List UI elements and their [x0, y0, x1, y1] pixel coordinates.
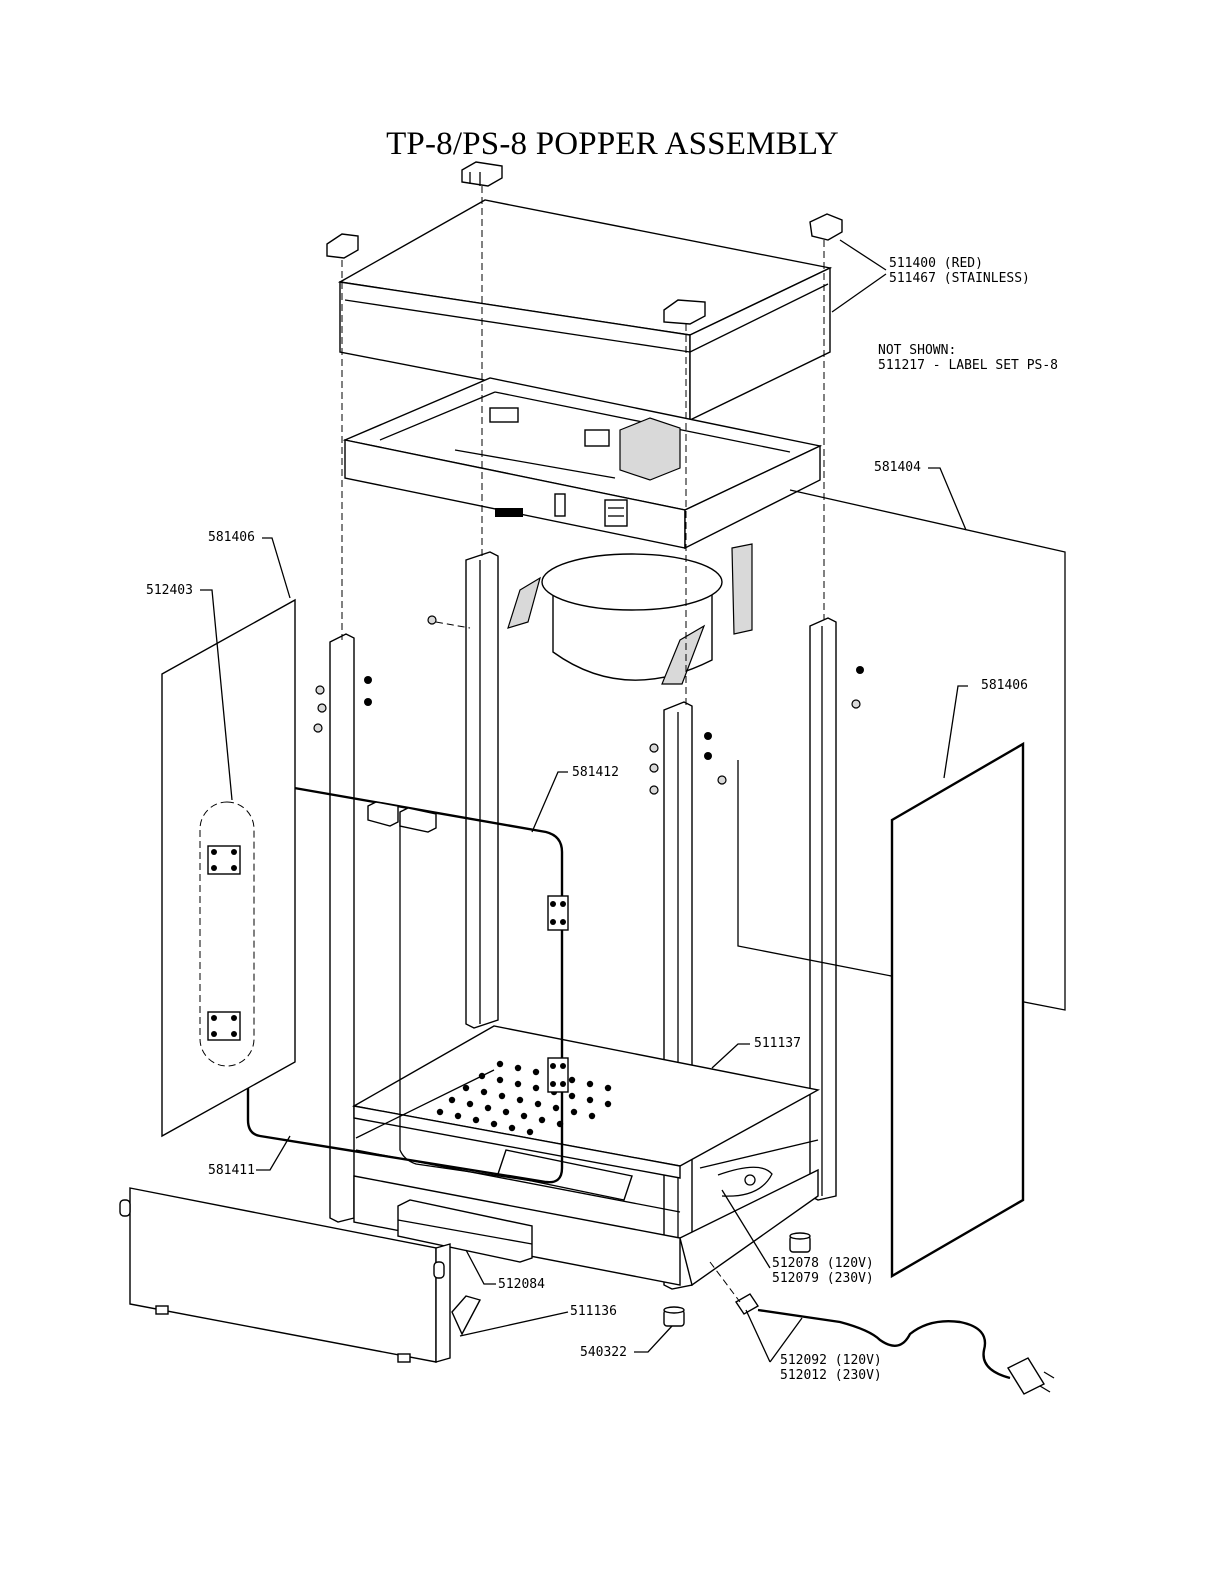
label-cord-230: 512012 (230V)	[780, 1368, 882, 1383]
label-foot: 540322	[580, 1345, 627, 1360]
label-label-set: 511217 - LABEL SET PS-8	[878, 358, 1058, 373]
label-drawer: 512084	[498, 1277, 545, 1292]
corner-cap-left	[327, 234, 358, 258]
kettle-handle-left	[508, 578, 540, 628]
popcorn-kettle	[508, 544, 752, 684]
corner-cap-right	[810, 214, 842, 240]
top-canopy	[340, 200, 830, 420]
power-switch	[555, 494, 565, 516]
door-handle-left	[368, 802, 398, 826]
label-cord-120: 512092 (120V)	[780, 1353, 882, 1368]
label-hinge-set: 512403	[146, 583, 193, 598]
control-tray	[345, 378, 820, 548]
label-left-panel: 581406	[208, 530, 255, 545]
foot-rear	[790, 1233, 810, 1252]
label-back-panel: 581404	[874, 460, 921, 475]
label-element-230: 512079 (230V)	[772, 1271, 874, 1286]
label-base-front: 511136	[570, 1304, 617, 1319]
label-right-panel: 581406	[981, 678, 1028, 693]
foot-540322	[664, 1307, 684, 1326]
label-not-shown: NOT SHOWN:	[878, 343, 956, 358]
cord-plug	[1008, 1358, 1044, 1394]
label-cap-stainless: 511467 (STAINLESS)	[889, 271, 1030, 286]
kettle-bracket	[732, 544, 752, 634]
label-cap-red: 511400 (RED)	[889, 256, 983, 271]
corner-cap-back	[462, 162, 502, 186]
label-deck: 511137	[754, 1036, 801, 1051]
kettle-motor	[620, 418, 680, 480]
heat-switch	[605, 500, 627, 526]
terminal-block	[495, 508, 523, 517]
label-door-581412: 581412	[572, 765, 619, 780]
deck-plate	[354, 1026, 818, 1166]
label-door-581411: 581411	[208, 1163, 255, 1178]
right-side-panel	[892, 744, 1023, 1276]
label-element-120: 512078 (120V)	[772, 1256, 874, 1271]
